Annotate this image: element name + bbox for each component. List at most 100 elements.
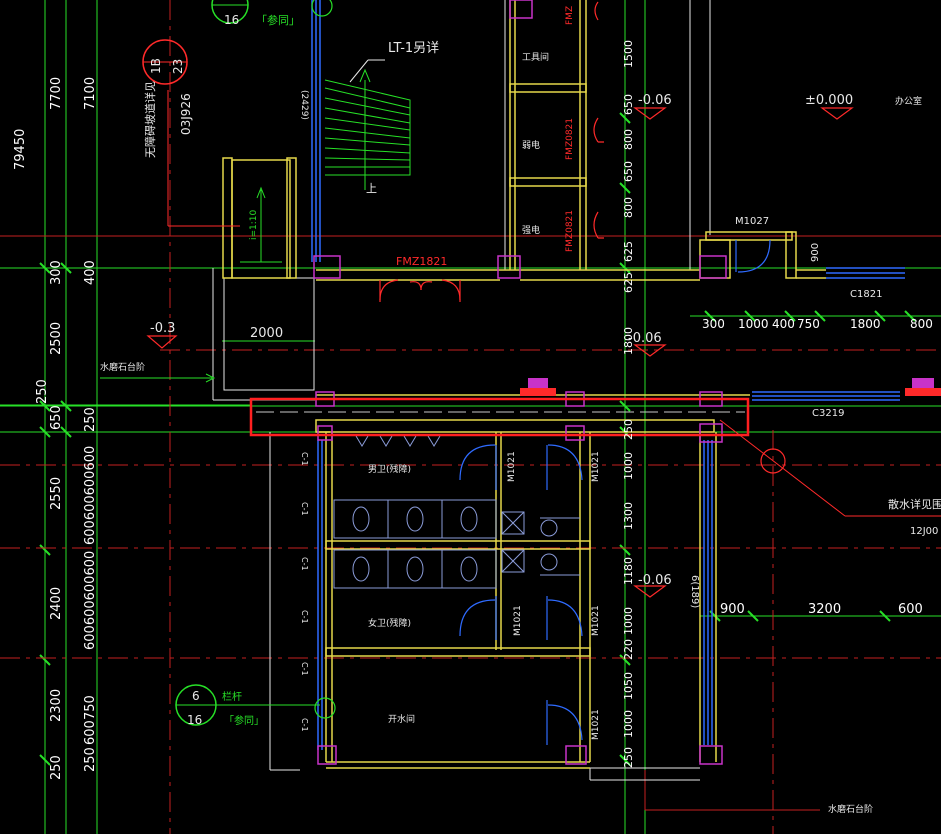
- door-fmz0821-b: FMZ0821: [565, 210, 575, 252]
- elev-left-dim: 2000: [250, 326, 283, 341]
- dim-chain5: 250: [83, 747, 98, 772]
- door-m1021-e: M1021: [591, 709, 601, 740]
- vert-dim-6189: 6(189): [689, 575, 700, 608]
- dim-300: 300: [49, 260, 64, 285]
- drain-ref: 12J00: [910, 526, 938, 537]
- dim-upper: 7700: [49, 77, 64, 110]
- right-top-dims: 300 1000 400 750 1800 800: [702, 317, 933, 331]
- door-fmz0821-a: FMZ0821: [565, 118, 575, 160]
- window-c1-labels: C-1 C-1 C-1 C-1 C-1 C-1: [300, 452, 309, 732]
- ramp-callout-top: 1B: [149, 58, 163, 74]
- rdim-1: 1000: [738, 317, 769, 331]
- dim-250c: 250: [49, 755, 64, 780]
- rdim-3: 750: [797, 317, 820, 331]
- ramp-leader: [167, 90, 240, 227]
- c1-1: C-1: [300, 502, 309, 516]
- drain-note: 散水详见围标: [888, 497, 941, 511]
- rail-callout-den: 16: [187, 713, 202, 727]
- rdim-0: 300: [702, 317, 725, 331]
- dim-650: 650: [49, 405, 64, 430]
- dim-2400: 2400: [49, 587, 64, 620]
- door-fmz-top: FMZ: [565, 6, 575, 25]
- stair-up-label: 上: [366, 182, 377, 195]
- dim-chain2: 600600600600: [83, 551, 98, 650]
- column-dimension-labels: 1500 650 800 650 800 625 625 1800 250 10…: [622, 40, 635, 768]
- rdim-4: 1800: [850, 317, 881, 331]
- elevation-zero: ±0.000: [805, 93, 853, 108]
- top-callout-note: 「参同」: [256, 13, 300, 27]
- bottom-finish: 水磨石台阶: [828, 803, 873, 815]
- cdim-250: 250: [622, 419, 635, 440]
- lrdim-1: 3200: [808, 602, 841, 617]
- equipment-symbols: [520, 378, 941, 396]
- door-m1021-a: M1021: [507, 451, 517, 482]
- left-finish-leader: [100, 373, 216, 383]
- blue-window-walls: [311, 0, 905, 750]
- ramp-arrow: [240, 186, 282, 263]
- rail-callout-note: 「参同」: [224, 714, 264, 727]
- rail-callout-label: 栏杆: [222, 690, 242, 703]
- cdim-1000b: 1000: [622, 607, 635, 635]
- ramp-ref: 03J926: [179, 93, 193, 135]
- cdim-625b: 625: [622, 272, 635, 293]
- cdim-1000c: 1000: [622, 710, 635, 738]
- left-dimension-labels: 79450 7700 7100 300 400 2500 250 650 250…: [13, 77, 98, 780]
- cdim-1300: 1300: [622, 502, 635, 530]
- drain-leader: [719, 419, 941, 517]
- stair-dim-label: (2429): [299, 90, 309, 120]
- c1-5: C-1: [300, 718, 309, 732]
- cdim-220: 220: [622, 639, 635, 660]
- dim-250b: 250: [83, 407, 98, 432]
- door-fmz1821: FMZ1821: [396, 255, 447, 268]
- cdim-250b: 250: [622, 747, 635, 768]
- room-female-toilet: 女卫(残障): [368, 617, 411, 629]
- toilet-fixtures: [333, 435, 580, 589]
- elevation-2: -0.06: [628, 331, 662, 346]
- cdim-625a: 625: [622, 241, 635, 262]
- ramp-text: 无障碍坡道详见: [143, 81, 157, 158]
- room-office: 办公室: [895, 95, 922, 107]
- window-c3219: C3219: [812, 408, 844, 419]
- cdim-650b: 650: [622, 161, 635, 182]
- rdim-2: 400: [772, 317, 795, 331]
- room-tool: 工具间: [522, 51, 549, 63]
- room-elec1: 弱电: [522, 139, 540, 151]
- highlight-box: [249, 397, 750, 437]
- dim-chain1: 600600600600: [83, 446, 98, 545]
- dim-2500: 2500: [49, 322, 64, 355]
- room-water: 开水间: [388, 713, 415, 725]
- elevation-1: -0.06: [638, 93, 672, 108]
- elevation-3: -0.06: [638, 573, 672, 588]
- cdim-800b: 800: [622, 197, 635, 218]
- c1-2: C-1: [300, 557, 309, 571]
- yellow-walls: [222, 0, 826, 769]
- cdim-1800: 1800: [622, 327, 635, 355]
- c1-0: C-1: [300, 452, 309, 466]
- columns: [313, 0, 727, 765]
- window-c1821: C1821: [850, 289, 882, 300]
- dim-400: 400: [83, 260, 98, 285]
- elev-left: -0.3: [150, 321, 175, 336]
- door-swings: [379, 1, 771, 745]
- dim-900-vert: 900: [810, 243, 821, 262]
- cdim-650a: 650: [622, 94, 635, 115]
- dim-2300: 2300: [49, 689, 64, 722]
- stair-note: LT-1另详: [388, 41, 439, 56]
- ramp-slope: i=1:10: [249, 209, 259, 240]
- door-m1021-b: M1021: [591, 451, 601, 482]
- lrdim-0: 900: [720, 602, 745, 617]
- building-outline: [212, 0, 711, 781]
- dim-chain4: 600: [83, 720, 98, 745]
- callout-circles: [142, 0, 336, 726]
- dim-total: 79450: [13, 129, 28, 170]
- lower-right-dims: 900 3200 600: [720, 602, 923, 617]
- room-elec2: 强电: [522, 224, 540, 236]
- dim-2550: 2550: [49, 477, 64, 510]
- c1-4: C-1: [300, 662, 309, 676]
- lrdim-2: 600: [898, 602, 923, 617]
- cdim-800a: 800: [622, 129, 635, 150]
- door-m1021-d: M1021: [591, 605, 601, 636]
